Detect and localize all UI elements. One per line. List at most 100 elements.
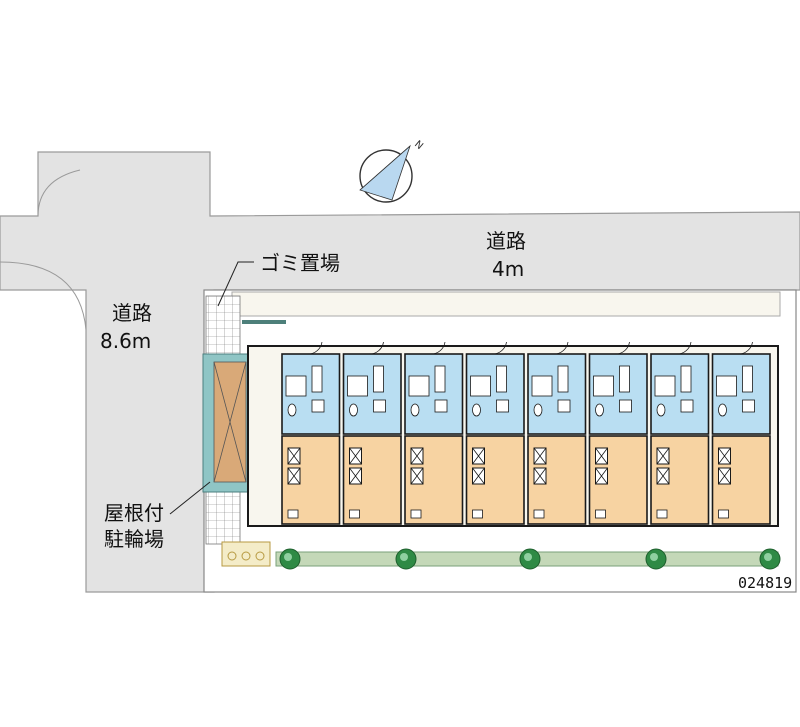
kitchen-counter <box>619 365 630 393</box>
toilet <box>410 403 420 417</box>
bath <box>593 375 614 397</box>
top-setback <box>231 291 781 317</box>
closet-cross <box>287 447 301 465</box>
toilet <box>287 403 297 417</box>
closet-cross <box>472 447 485 465</box>
washer <box>311 399 325 413</box>
road-top-width: 4m <box>492 257 525 281</box>
closet-cross <box>656 467 670 485</box>
closet-cross <box>656 447 670 465</box>
unit <box>711 341 771 525</box>
apartment-units <box>281 341 771 525</box>
kitchen-counter <box>311 365 323 393</box>
bath <box>347 375 368 397</box>
door-arc <box>307 341 323 355</box>
trees <box>279 548 781 570</box>
closet-cross <box>410 447 424 465</box>
aircon <box>718 509 729 519</box>
closet-cross <box>595 447 608 465</box>
unit <box>404 341 464 525</box>
washer <box>680 399 694 413</box>
bike-rack <box>221 541 271 567</box>
road-top-name: 道路 <box>486 229 526 253</box>
closet-cross <box>533 447 547 465</box>
closet-cross <box>533 467 547 485</box>
tree-icon <box>759 548 781 570</box>
closet-cross <box>287 467 301 485</box>
door-arc <box>492 341 507 355</box>
road-left-name: 道路 <box>112 301 152 325</box>
unit <box>588 341 648 525</box>
bath <box>716 375 737 397</box>
bath <box>531 375 553 397</box>
door-arc <box>553 341 569 355</box>
kitchen-counter <box>557 365 569 393</box>
tree-highlight <box>524 553 532 561</box>
door-arc <box>369 341 384 355</box>
property-code: 024819 <box>738 574 793 592</box>
unit <box>281 341 341 525</box>
unit <box>342 341 402 525</box>
kitchen-counter <box>680 365 692 393</box>
aircon <box>533 509 545 519</box>
bike-label-line1: 屋根付 <box>104 501 164 525</box>
closet-cross <box>349 467 362 485</box>
road-corner-bottom <box>0 261 87 331</box>
aircon <box>472 509 483 519</box>
toilet <box>718 403 727 417</box>
garbage-label: ゴミ置場 <box>260 251 340 275</box>
door-arc <box>738 341 753 355</box>
tree-highlight <box>400 553 408 561</box>
door-arc <box>430 341 446 355</box>
toilet <box>472 403 481 417</box>
aircon <box>287 509 299 519</box>
tree-highlight <box>284 553 292 561</box>
road-left-width: 8.6m <box>100 329 152 353</box>
washer <box>496 399 509 413</box>
tree-icon <box>279 548 301 570</box>
closet-cross <box>718 447 731 465</box>
washer <box>742 399 755 413</box>
bath <box>285 375 307 397</box>
kitchen-counter <box>742 365 753 393</box>
garbage-leader <box>217 261 254 307</box>
aircon <box>410 509 422 519</box>
kitchen-counter <box>373 365 384 393</box>
aircon <box>656 509 668 519</box>
bath <box>654 375 676 397</box>
aircon <box>349 509 360 519</box>
fence-top <box>242 320 286 324</box>
tree-highlight <box>650 553 658 561</box>
toilet <box>349 403 358 417</box>
tree-icon <box>519 548 541 570</box>
toilet <box>533 403 543 417</box>
closet-cross <box>349 447 362 465</box>
kitchen-counter <box>496 365 507 393</box>
unit <box>465 341 525 525</box>
bike-leader <box>169 481 211 515</box>
kitchen-counter <box>434 365 446 393</box>
door-arc <box>676 341 692 355</box>
unit <box>527 341 587 525</box>
washer <box>619 399 632 413</box>
closet-cross <box>410 467 424 485</box>
bike-label-line2: 駐輪場 <box>104 527 164 551</box>
closet-cross <box>718 467 731 485</box>
tree-icon <box>645 548 667 570</box>
unit-wet-area <box>650 353 710 435</box>
compass-letter: N <box>412 139 425 152</box>
aircon <box>595 509 606 519</box>
tree-icon <box>395 548 417 570</box>
unit <box>650 341 710 525</box>
door-arc <box>615 341 630 355</box>
washer <box>373 399 386 413</box>
bath <box>470 375 491 397</box>
road-top <box>0 151 800 593</box>
washer <box>434 399 448 413</box>
compass-icon: N <box>359 139 425 203</box>
tree-highlight <box>764 553 772 561</box>
road-corner-top <box>37 169 81 217</box>
toilet <box>595 403 604 417</box>
washer <box>557 399 571 413</box>
toilet <box>656 403 666 417</box>
